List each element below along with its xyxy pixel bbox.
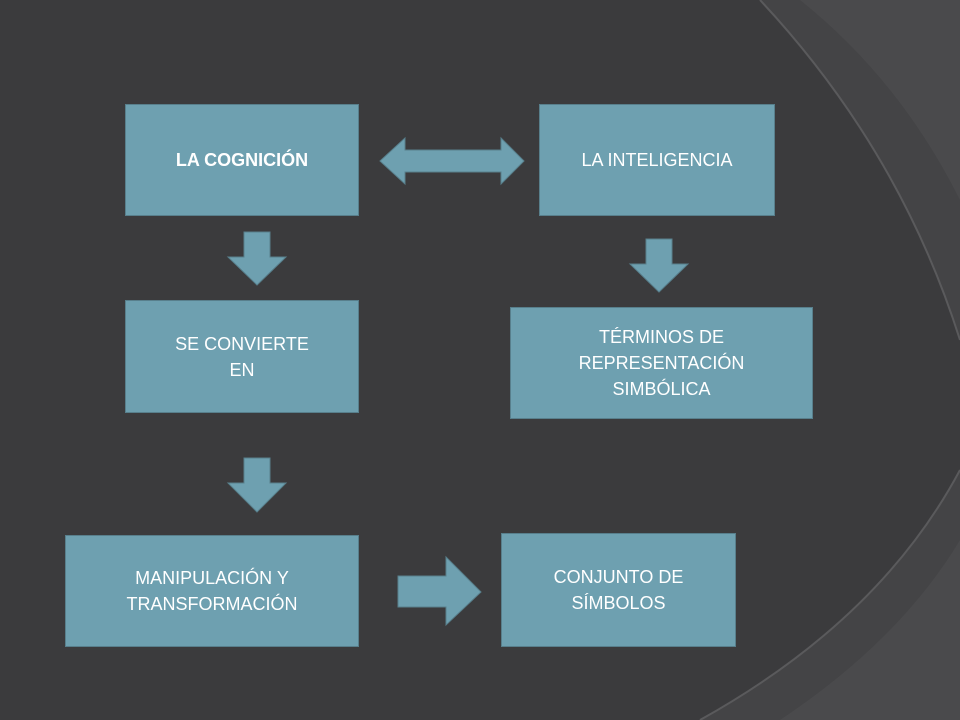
node-se-convierte-en: SE CONVIERTE EN xyxy=(125,300,359,413)
node-la-inteligencia: LA INTELIGENCIA xyxy=(539,104,775,216)
double-arrow-cognicion-inteligencia xyxy=(379,136,525,186)
node-terminos-representacion: TÉRMINOS DE REPRESENTACIÓN SIMBÓLICA xyxy=(510,307,813,419)
node-manipulacion-transformacion: MANIPULACIÓN Y TRANSFORMACIÓN xyxy=(65,535,359,647)
down-arrow-se-convierte xyxy=(226,457,288,513)
down-arrow-cognicion xyxy=(226,231,288,286)
node-la-cognicion: LA COGNICIÓN xyxy=(125,104,359,216)
node-conjunto-simbolos: CONJUNTO DE SÍMBOLOS xyxy=(501,533,736,647)
down-arrow-inteligencia xyxy=(628,238,690,293)
right-arrow-manipulacion xyxy=(397,555,482,627)
